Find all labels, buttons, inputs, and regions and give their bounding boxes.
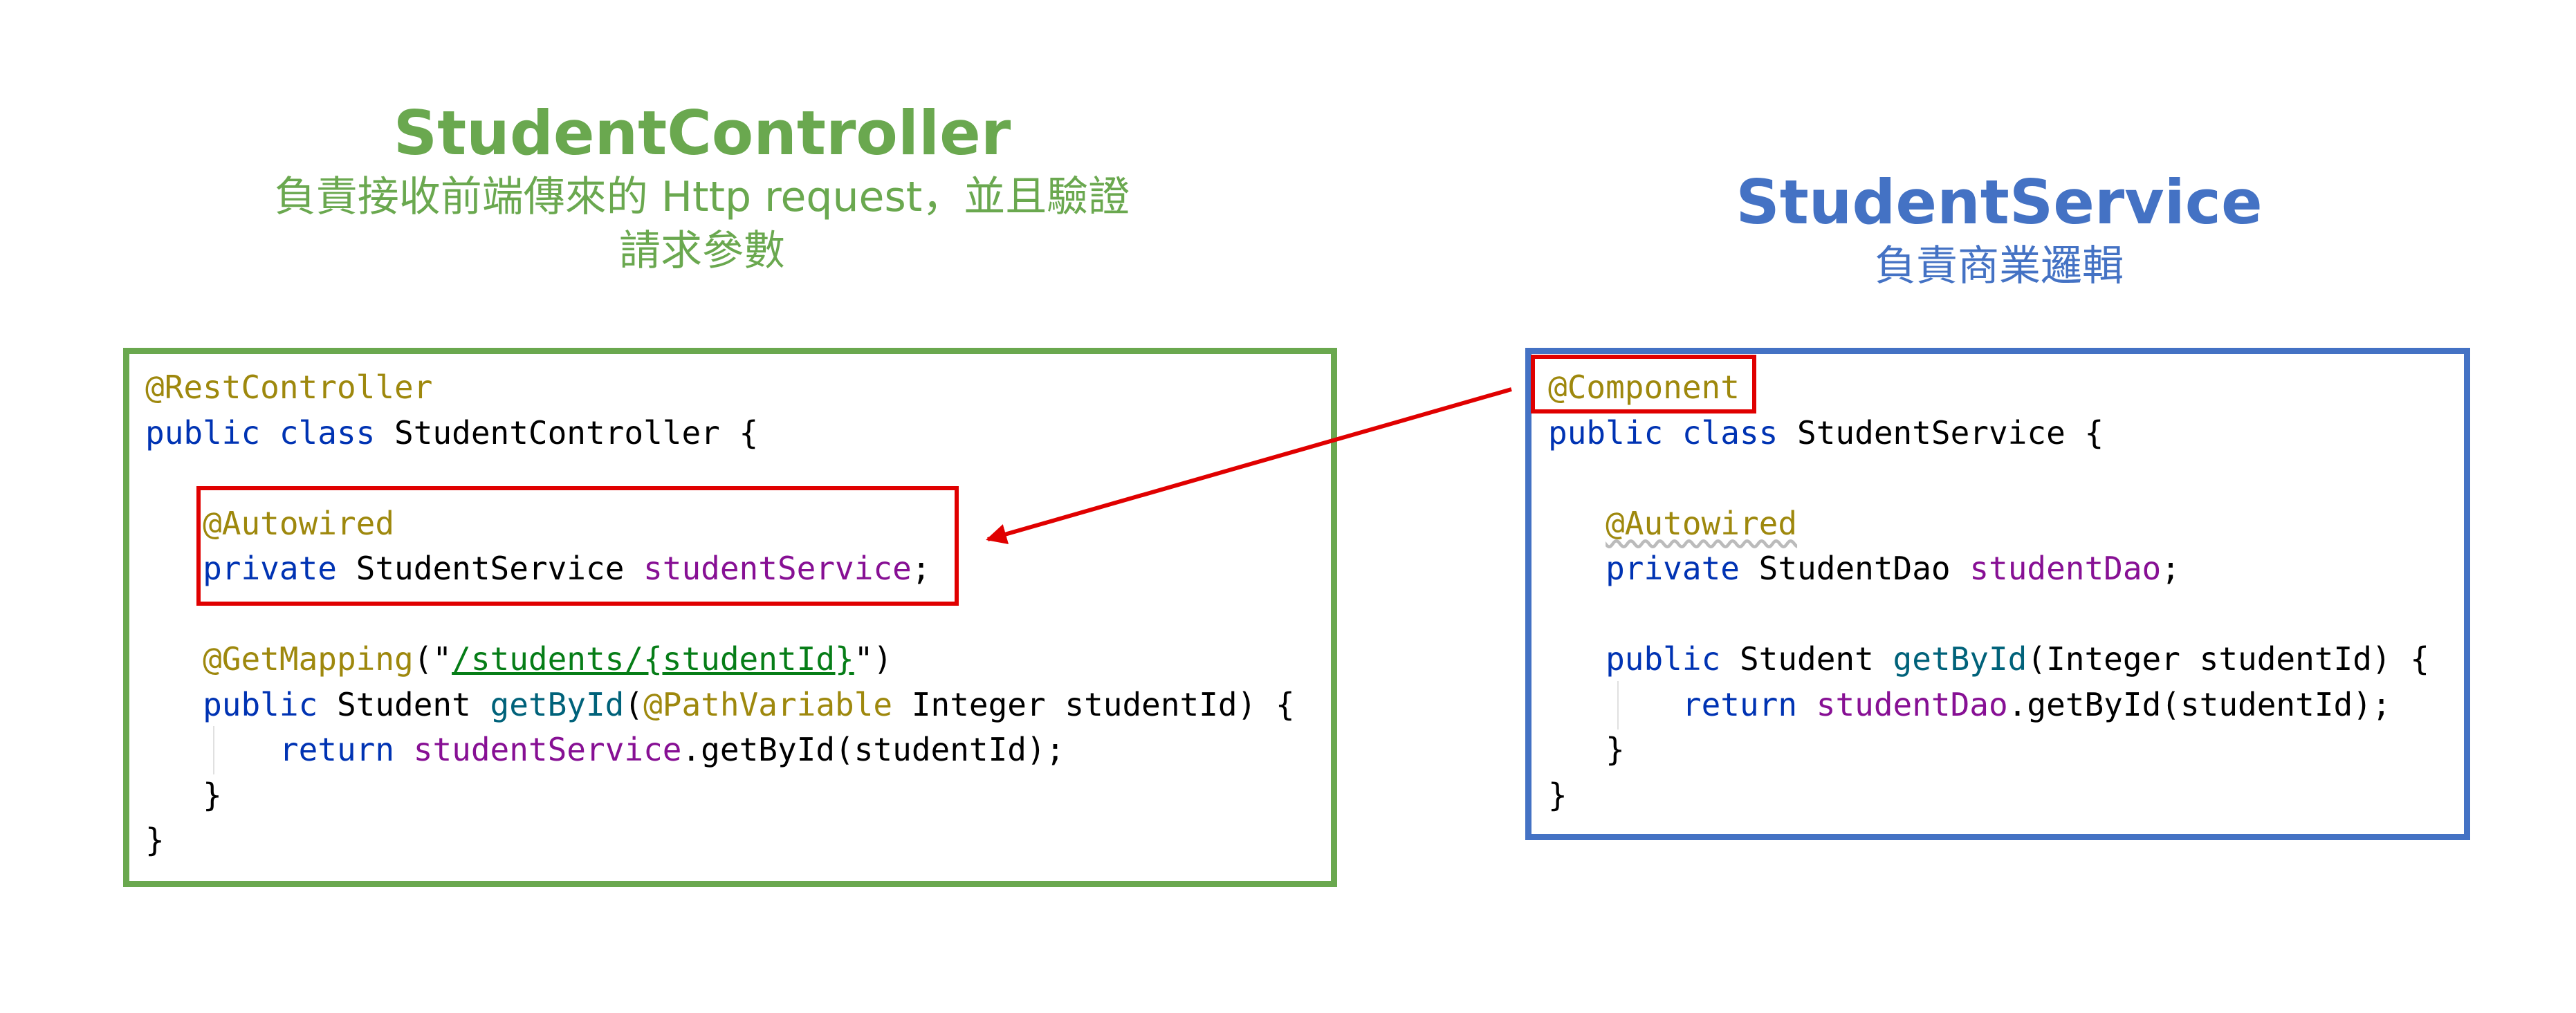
- code-line: }: [1548, 773, 2429, 819]
- punctuation: ;: [2161, 550, 2180, 587]
- code-line: @Component: [1548, 365, 2429, 411]
- code-line: public Student getById(@PathVariable Int…: [145, 682, 1295, 728]
- type-name: Student: [1720, 640, 1893, 678]
- keyword: private: [1606, 550, 1740, 587]
- type-name: StudentDao: [1739, 550, 1970, 587]
- controller-subtitle-line1: 負責接收前端傳來的 Http request，並且驗證: [274, 172, 1130, 221]
- code-line: }: [145, 773, 1295, 819]
- keyword: public: [203, 685, 318, 723]
- injection-arrow-line: [986, 387, 1512, 544]
- service-field-ref: studentService: [413, 731, 682, 768]
- parameter-list: Integer studentId) {: [892, 685, 1295, 723]
- type-name: StudentService: [336, 550, 644, 587]
- keyword: return: [1682, 685, 1798, 723]
- url-path-string: /students/{studentId}: [452, 640, 854, 678]
- get-mapping-annotation: @GetMapping: [203, 640, 414, 678]
- parameter-list: (Integer studentId) {: [2027, 640, 2429, 678]
- code-line: public Student getById(Integer studentId…: [1548, 637, 2429, 682]
- service-title: StudentService: [1736, 167, 2263, 238]
- controller-heading: StudentController 負責接收前端傳來的 Http request…: [125, 97, 1280, 278]
- indent-guide: [1617, 681, 1619, 729]
- controller-code: @RestController public class StudentContr…: [145, 365, 1295, 864]
- method-call: .getById(studentId);: [2007, 685, 2391, 723]
- code-line: private StudentDao studentDao;: [1548, 546, 2429, 592]
- code-line: @Autowired: [145, 501, 1295, 547]
- service-heading: StudentService 負責商業邏輯: [1522, 166, 2476, 293]
- controller-title: StudentController: [393, 97, 1011, 169]
- autowired-annotation: @Autowired: [1606, 504, 1798, 542]
- keyword: private: [203, 550, 337, 587]
- dao-field: studentDao: [1969, 550, 2162, 587]
- code-line: public class StudentService {: [1548, 411, 2429, 456]
- closing-brace: }: [145, 821, 165, 859]
- class-declaration: StudentService {: [1778, 413, 2104, 452]
- dao-field-ref: studentDao: [1816, 685, 2008, 723]
- punctuation: "): [854, 640, 893, 678]
- punctuation: (": [413, 640, 452, 678]
- method-name: getById: [1893, 640, 2027, 678]
- code-line: @GetMapping("/students/{studentId}"): [145, 637, 1295, 682]
- service-field: studentService: [643, 550, 912, 587]
- code-line: public class StudentController {: [145, 411, 1295, 456]
- keyword: public class: [1548, 413, 1778, 452]
- keyword: public: [1606, 640, 1721, 678]
- code-line: private StudentService studentService;: [145, 546, 1295, 592]
- keyword: public class: [145, 413, 376, 452]
- closing-brace: }: [1606, 731, 1625, 768]
- autowired-highlight-box: [196, 486, 959, 606]
- method-name: getById: [490, 685, 625, 723]
- method-call: .getById(studentId);: [681, 731, 1065, 768]
- controller-subtitle-line2: 請求參數: [619, 226, 785, 275]
- class-declaration: StudentController {: [375, 413, 759, 452]
- rest-controller-annotation: @RestController: [145, 369, 433, 406]
- component-highlight-box: [1531, 355, 1756, 413]
- autowired-annotation: @Autowired: [203, 504, 395, 542]
- code-line: @RestController: [145, 365, 1295, 411]
- type-name: Student: [318, 685, 490, 723]
- code-line: @Autowired: [1548, 501, 2429, 547]
- path-variable-annotation: @PathVariable: [643, 685, 893, 723]
- code-line: return studentDao.getById(studentId);: [1548, 682, 2429, 728]
- code-line: }: [1548, 727, 2429, 773]
- punctuation: (: [624, 685, 644, 723]
- closing-brace: }: [1548, 776, 1567, 814]
- closing-brace: }: [203, 776, 222, 814]
- code-line: }: [145, 818, 1295, 864]
- service-subtitle: 負責商業邏輯: [1875, 241, 2124, 290]
- punctuation: ;: [911, 550, 931, 587]
- component-annotation: @Component: [1548, 369, 1740, 406]
- keyword: return: [279, 731, 395, 768]
- indent-guide: [213, 726, 214, 774]
- controller-code-panel: [123, 348, 1337, 887]
- service-code-panel: [1525, 348, 2470, 840]
- code-line: return studentService.getById(studentId)…: [145, 727, 1295, 773]
